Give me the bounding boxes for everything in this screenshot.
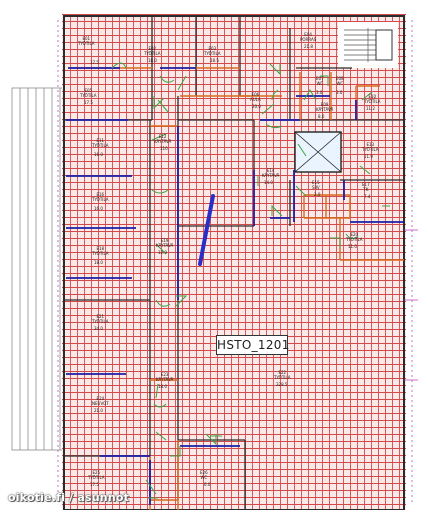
room-area-e16: 16.0 [94,206,103,211]
room-area-e02: 18.0 [148,58,157,63]
plan-id-label: HSTO_1201 [216,335,289,355]
room-area-e20: 11.0 [348,244,357,249]
stairwell [338,22,398,68]
room-area-e24: 21.0 [94,408,103,413]
glazing [66,67,404,505]
room-area-e06: 20.0 [252,104,261,109]
room-area-e23: 18.0 [158,384,167,389]
room-area-e05: 17.5 [84,100,93,105]
perimeter-markers [57,20,418,505]
room-area-e17: 7.4 [364,194,371,199]
ceiling-grid [62,14,406,512]
room-area-e21: 34.0 [94,326,103,331]
room-area-e04: 21.8 [304,44,313,49]
elevator-shaft [294,131,342,173]
room-area-e14: 14.0 [264,180,273,185]
room-area-e12: 110 [160,146,168,151]
marker-stroke [198,194,215,266]
room-area-e26: 6.0 [204,482,211,487]
room-area-e11: 16.0 [94,152,103,157]
room-area-e22: 328.5 [276,382,288,387]
room-area-e13: 11.9 [364,154,373,159]
room-area-e07: 3.0 [316,90,323,95]
room-area-e03: 18.5 [210,58,219,63]
room-area-e01: 17.5 [90,60,99,65]
adjacent-building [11,87,67,451]
room-area-e15: 2.0 [314,192,321,197]
room-area-e18: 18.0 [94,260,103,265]
room-area-e10: 11.2 [366,106,375,111]
room-area-e09: 8.0 [318,114,325,119]
room-area-e19: 12.0 [158,250,167,255]
doors [111,62,390,499]
room-area-e25: 17.5 [90,482,99,487]
room-area-e08: 3.0 [336,90,343,95]
watermark: oikotie.fi / asunnot [8,491,130,504]
